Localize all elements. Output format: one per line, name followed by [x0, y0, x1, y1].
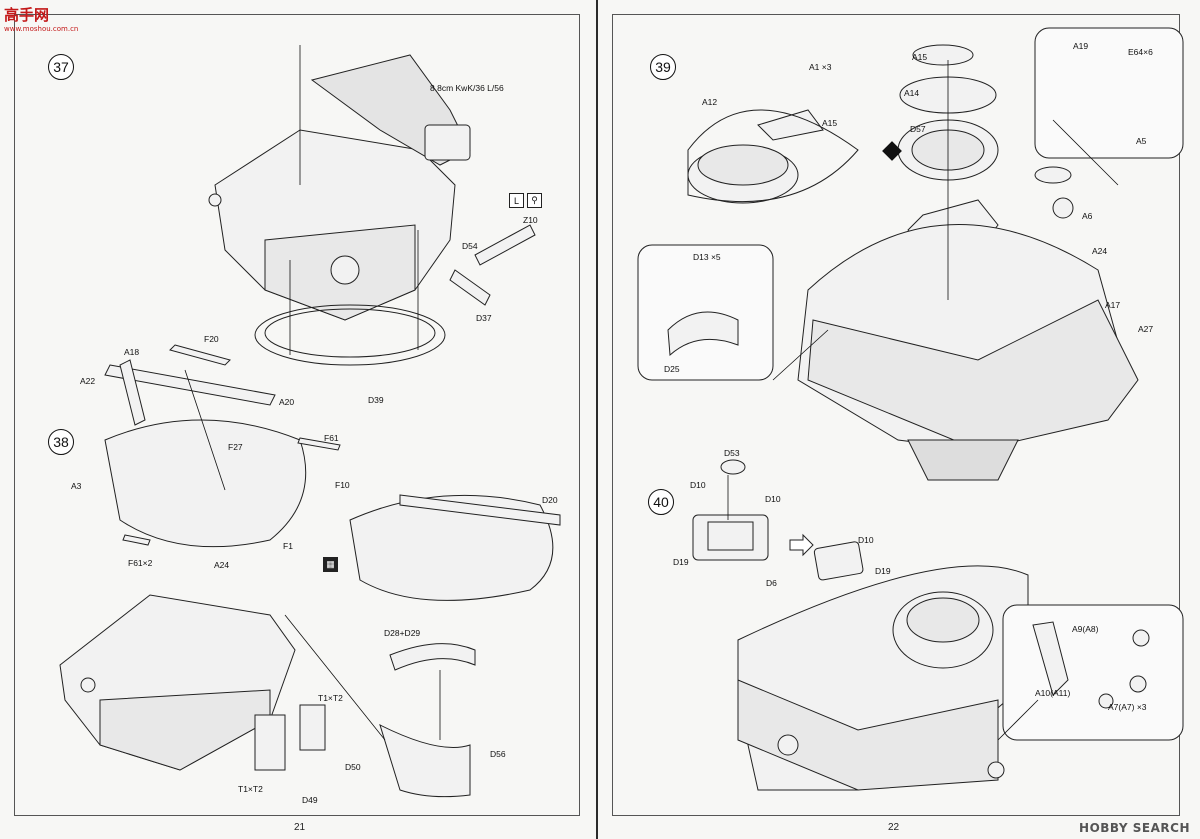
label-d49: D49 — [302, 795, 318, 805]
label-a18: A18 — [124, 347, 140, 357]
page-frame — [14, 14, 580, 816]
label-f27: F27 — [228, 442, 243, 452]
label-d57: D57 — [910, 124, 926, 134]
label-f61x2: F61×2 — [128, 558, 153, 568]
label-a6: A6 — [1082, 211, 1093, 221]
label-a9: A9(A8) — [1072, 624, 1099, 634]
label-d50: D50 — [345, 762, 361, 772]
label-gun: 8.8cm KwK/36 L/56 — [430, 83, 504, 93]
watermark-logo: 高手网 www.moshou.com.cn — [4, 4, 78, 33]
label-f20: F20 — [204, 334, 219, 344]
label-d19-a: D19 — [673, 557, 689, 567]
left-page-drawings — [59, 45, 561, 798]
label-f1: F1 — [283, 541, 293, 551]
label-a14: A14 — [904, 88, 920, 98]
label-a19: A19 — [1073, 41, 1089, 51]
page-number-right: 22 — [888, 822, 900, 833]
label-a22: A22 — [80, 376, 96, 386]
hobby-search-logo: HOBBY SEARCH — [1079, 821, 1190, 835]
tool-icon: ⚲ — [527, 193, 542, 208]
label-t1-t2-a: T1×T2 — [318, 693, 343, 703]
page-frame — [612, 14, 1180, 816]
label-a1: A1 ×3 — [809, 62, 832, 72]
right-page-drawings — [637, 27, 1184, 791]
label-d37: D37 — [476, 313, 492, 323]
label-d20: D20 — [542, 495, 558, 505]
label-f10: F10 — [335, 480, 350, 490]
label-a27: A27 — [1138, 324, 1154, 334]
label-a12: A12 — [702, 97, 718, 107]
step-40-badge: 40 — [648, 489, 674, 515]
label-a15: A15 — [912, 52, 928, 62]
step-39-badge: 39 — [650, 54, 676, 80]
label-d56: D56 — [490, 749, 506, 759]
label-d39: D39 — [368, 395, 384, 405]
label-f61: F61 — [324, 433, 339, 443]
label-a5: A5 — [1136, 136, 1147, 146]
label-t1-t2-b: T1×T2 — [238, 784, 263, 794]
label-e64: E64×6 — [1128, 47, 1153, 57]
label-z10: Z10 — [523, 215, 538, 225]
label-a20: A20 — [279, 397, 295, 407]
left-page: 高手网 www.moshou.com.cn — [0, 0, 596, 839]
label-a7: A7(A7) ×3 — [1108, 702, 1147, 712]
label-d28-d29: D28+D29 — [384, 628, 421, 638]
label-d25: D25 — [664, 364, 680, 374]
detail-icon: ▦ — [323, 557, 338, 572]
label-a17: A17 — [1105, 300, 1121, 310]
glue-icon: L — [509, 193, 524, 208]
label-d13: D13 ×5 — [693, 252, 721, 262]
label-d53: D53 — [724, 448, 740, 458]
label-d54: D54 — [462, 241, 478, 251]
label-a24-right: A24 — [1092, 246, 1108, 256]
label-a3: A3 — [71, 481, 82, 491]
right-page: 39 A1 ×3 A12 A15 A15 A14 D57 A19 E64×6 A… — [598, 0, 1200, 839]
label-d10-b: D10 — [765, 494, 781, 504]
label-d10-a: D10 — [690, 480, 706, 490]
page-number-left: 21 — [294, 822, 306, 833]
label-d6: D6 — [766, 578, 777, 588]
step-38-badge: 38 — [48, 429, 74, 455]
label-d19-b: D19 — [875, 566, 891, 576]
label-a15-left: A15 — [822, 118, 838, 128]
label-a24: A24 — [214, 560, 230, 570]
watermark-url: www.moshou.com.cn — [4, 25, 79, 33]
step-37-badge: 37 — [48, 54, 74, 80]
label-d10-c: D10 — [858, 535, 874, 545]
watermark-brand: 高手网 — [4, 7, 50, 24]
label-a10: A10(A11) — [1035, 688, 1071, 698]
